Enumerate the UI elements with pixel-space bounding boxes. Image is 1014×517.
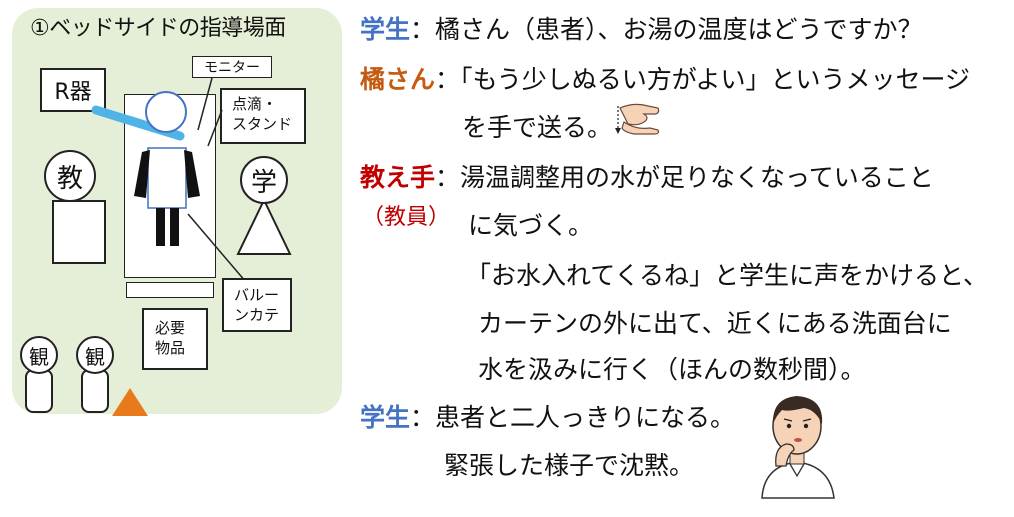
script-line-4-text: 「お水入れてくるね」と学生に声をかけると、 bbox=[466, 261, 989, 290]
supplies-box: 必要 物品 bbox=[142, 308, 208, 370]
script-line-3b: に気づく。 bbox=[468, 208, 593, 244]
observer-2-head: 観 bbox=[76, 336, 114, 374]
supplies-label-1: 必要 bbox=[155, 319, 186, 337]
teacher-head: 教 bbox=[44, 150, 96, 202]
student-head: 学 bbox=[240, 156, 288, 204]
student-body bbox=[236, 197, 292, 255]
monitor-pointer-line bbox=[197, 77, 213, 131]
balloon-catheter-box: バルー ンカテ bbox=[222, 278, 292, 332]
observer-2-body bbox=[81, 369, 109, 413]
script-line-7: 学生：患者と二人っきりになる。 bbox=[360, 400, 735, 436]
observer-1-head: 観 bbox=[20, 336, 58, 374]
r-device-label: R器 bbox=[54, 80, 92, 105]
speaker-student: 学生 bbox=[360, 15, 411, 44]
teacher-body bbox=[52, 200, 106, 264]
supplies-label-2: 物品 bbox=[155, 339, 186, 357]
observer-2-label: 観 bbox=[85, 344, 105, 369]
r-device-box: R器 bbox=[40, 68, 106, 112]
script-line-1: 学生：橘さん（患者）、お湯の温度はどうですか？ bbox=[360, 12, 923, 48]
script-line-5: カーテンの外に出て、近くにある洗面台に bbox=[478, 306, 952, 342]
patient-left-leg bbox=[156, 208, 165, 246]
monitor-box: モニター bbox=[192, 56, 272, 78]
script-line-3: 教え手：湯温調整用の水が足りなくなっていること bbox=[360, 160, 934, 196]
script-line-6: 水を汲みに行く（ほんの数秒間）。 bbox=[478, 352, 866, 388]
teacher-role-label: （教員） bbox=[362, 205, 451, 230]
script-line-1-text: ：橘さん（患者）、お湯の温度はどうですか？ bbox=[410, 15, 923, 44]
script-line-6-text: 水を汲みに行く（ほんの数秒間）。 bbox=[478, 355, 866, 384]
patient-right-leg bbox=[170, 208, 179, 246]
script-line-7-text: ：患者と二人っきりになる。 bbox=[410, 403, 736, 432]
script-line-4: 「お水入れてくるね」と学生に声をかけると、 bbox=[466, 258, 988, 294]
script-line-2: 橘さん：「もう少しぬるい方がよい」というメッセージ bbox=[360, 62, 970, 98]
observer-1-body bbox=[25, 369, 53, 413]
orange-triangle-marker bbox=[112, 388, 148, 416]
iv-stand-box: 点滴・ スタンド bbox=[220, 88, 306, 144]
script-line-8-text: 緊張した様子で沈黙。 bbox=[444, 451, 695, 480]
script-line-3b-text: に気づく。 bbox=[468, 211, 594, 240]
student-label: 学 bbox=[250, 167, 277, 198]
nervous-student-illustration bbox=[761, 396, 835, 499]
speaker-teacher: 教え手 bbox=[360, 163, 436, 192]
iv-stand-label-2: スタンド bbox=[232, 115, 293, 133]
script-line-2b: を手で送る。 bbox=[462, 110, 612, 146]
catheter-pointer-line bbox=[187, 213, 247, 283]
script-line-2b-text: を手で送る。 bbox=[462, 113, 613, 142]
script-line-3-role: （教員） bbox=[362, 200, 450, 236]
patient-head bbox=[145, 91, 187, 133]
script-line-2-text: ：「もう少しぬるい方がよい」というメッセージ bbox=[435, 65, 971, 94]
script-line-8: 緊張した様子で沈黙。 bbox=[444, 448, 694, 484]
diagram-graphics bbox=[25, 77, 292, 416]
iv-stand-label-1: 点滴・ bbox=[232, 95, 278, 113]
patient-right-arm bbox=[184, 150, 200, 198]
hand-gesture-icon bbox=[615, 103, 660, 135]
bed-footboard bbox=[126, 282, 214, 298]
script-line-5-text: カーテンの外に出て、近くにある洗面台に bbox=[478, 309, 952, 338]
speaker-patient: 橘さん bbox=[360, 65, 436, 94]
balloon-catheter-label-1: バルー bbox=[234, 286, 280, 304]
patient-left-arm bbox=[134, 150, 150, 198]
teacher-label: 教 bbox=[56, 163, 83, 194]
iv-pointer-line bbox=[207, 109, 223, 147]
observer-1-label: 観 bbox=[29, 344, 49, 369]
speaker-student-2: 学生 bbox=[360, 403, 411, 432]
diagram-title: ①ベッドサイドの指導場面 bbox=[30, 16, 286, 41]
script-line-3-text: ：湯温調整用の水が足りなくなっていること bbox=[435, 163, 934, 192]
patient-body bbox=[147, 147, 187, 209]
balloon-catheter-label-2: ンカテ bbox=[234, 306, 280, 324]
monitor-label: モニター bbox=[204, 60, 260, 76]
